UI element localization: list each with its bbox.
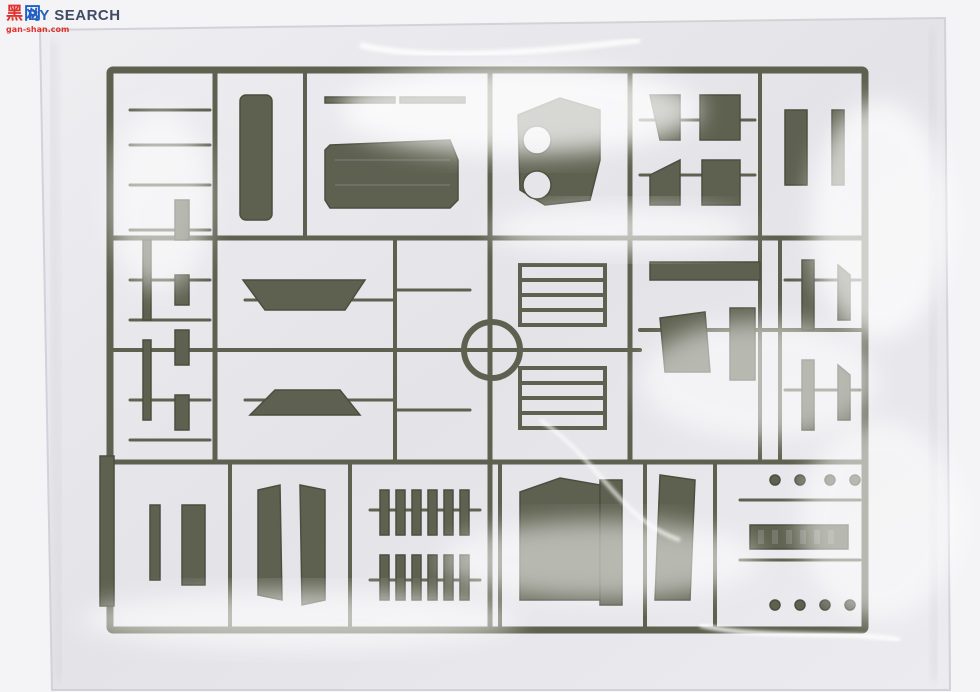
watermark-cjk: 黑网 [6, 4, 42, 24]
watermark: 黑网 gan-shan.com BY SEARCH [6, 4, 152, 36]
watermark-text: BY SEARCH [28, 7, 152, 25]
watermark-cjk-second: 网 [24, 4, 42, 24]
watermark-text-lead: BY [28, 7, 50, 24]
watermark-domain: gan-shan.com [6, 25, 70, 34]
watermark-text-search: SEARCH [54, 7, 121, 24]
site-logo-icon: 黑网 gan-shan.com [6, 4, 72, 36]
bag-glare [80, 37, 960, 650]
watermark-cjk-first: 黑 [6, 4, 24, 24]
